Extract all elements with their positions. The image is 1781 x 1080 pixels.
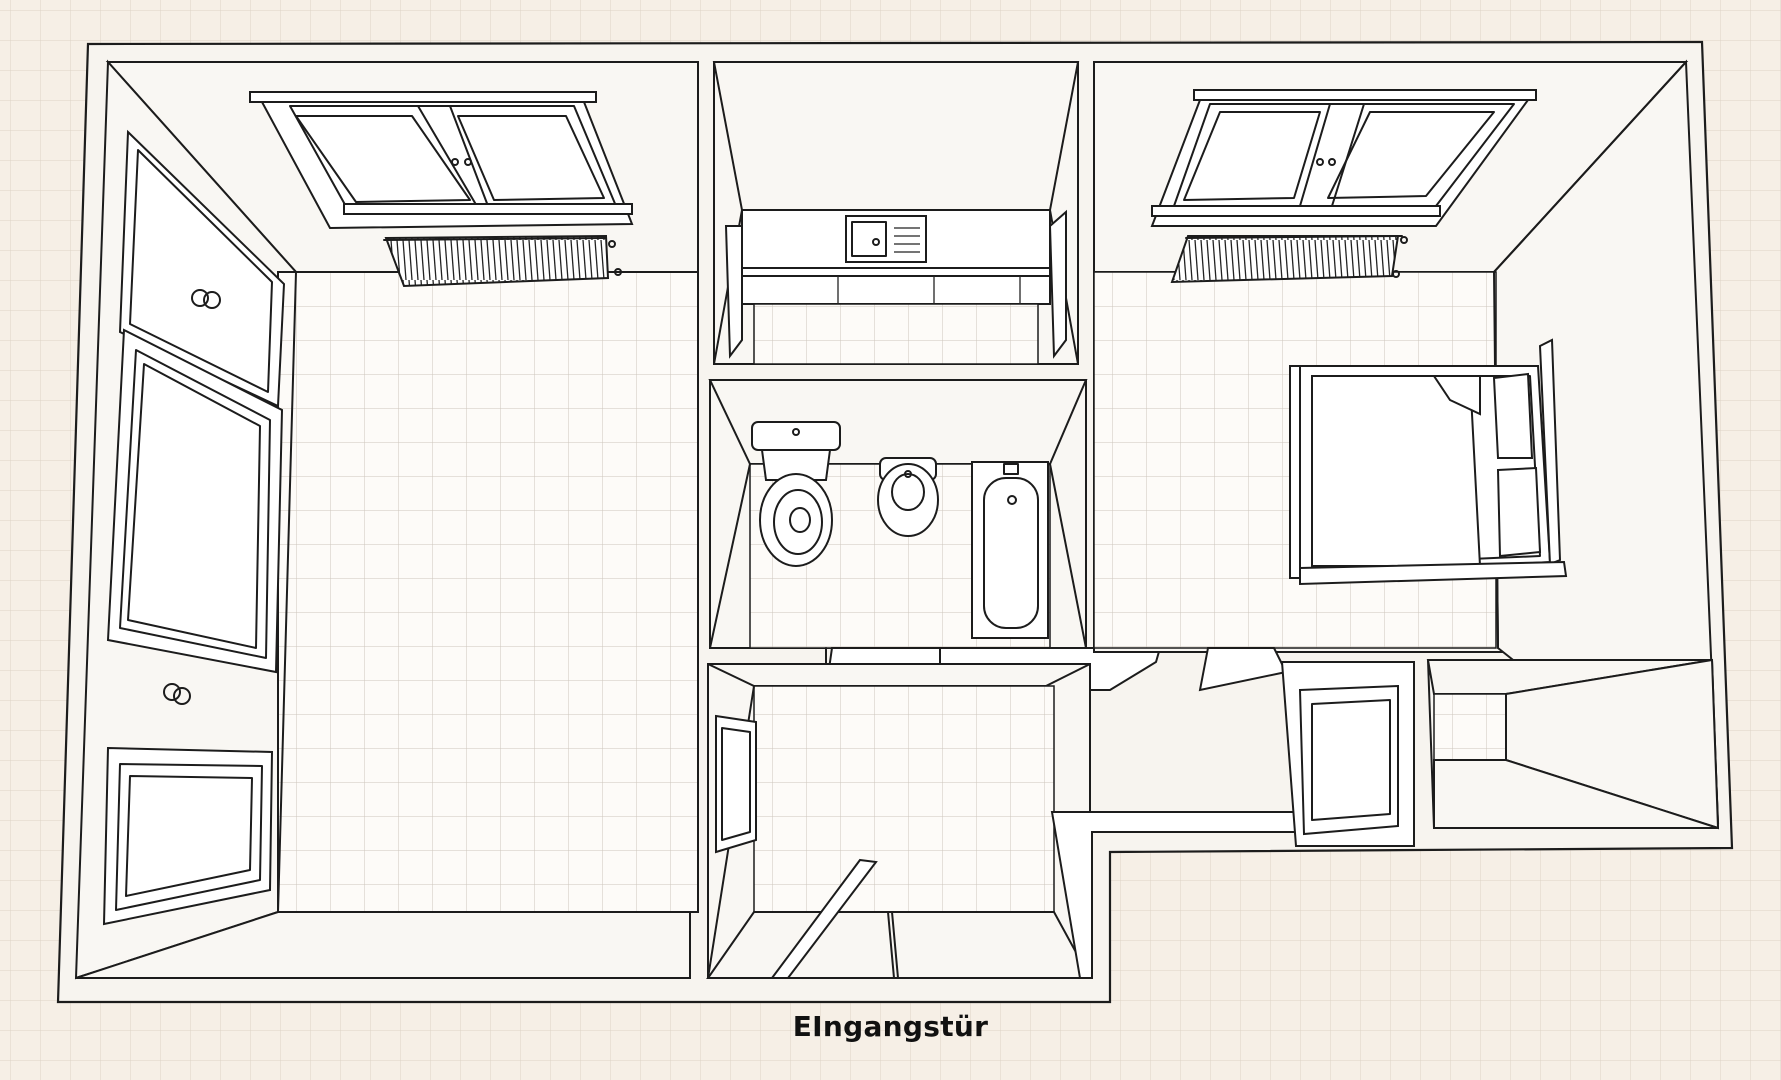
room-bathroom (708, 379, 1088, 649)
room-closet (1280, 658, 1720, 847)
radiator-left (383, 234, 622, 288)
window-right (1150, 89, 1537, 227)
left-room-floor (277, 271, 699, 913)
wardrobe-left (102, 129, 286, 926)
room-left (74, 59, 699, 980)
bed (1289, 338, 1568, 586)
kitchen-counter (741, 267, 1051, 304)
room-kitchen (712, 61, 1080, 365)
toilet (751, 421, 841, 567)
bidet (877, 457, 939, 537)
bathtub (971, 461, 1049, 639)
entrance-door (770, 858, 899, 979)
window-left (249, 91, 634, 230)
entrance-door-label: EIngangstür (792, 1010, 989, 1043)
room-hallway (706, 663, 1303, 979)
hall-wardrobe (715, 714, 757, 854)
kitchen-sink (845, 215, 927, 263)
radiator-right (1170, 235, 1408, 284)
room-bedroom (1093, 59, 1720, 825)
